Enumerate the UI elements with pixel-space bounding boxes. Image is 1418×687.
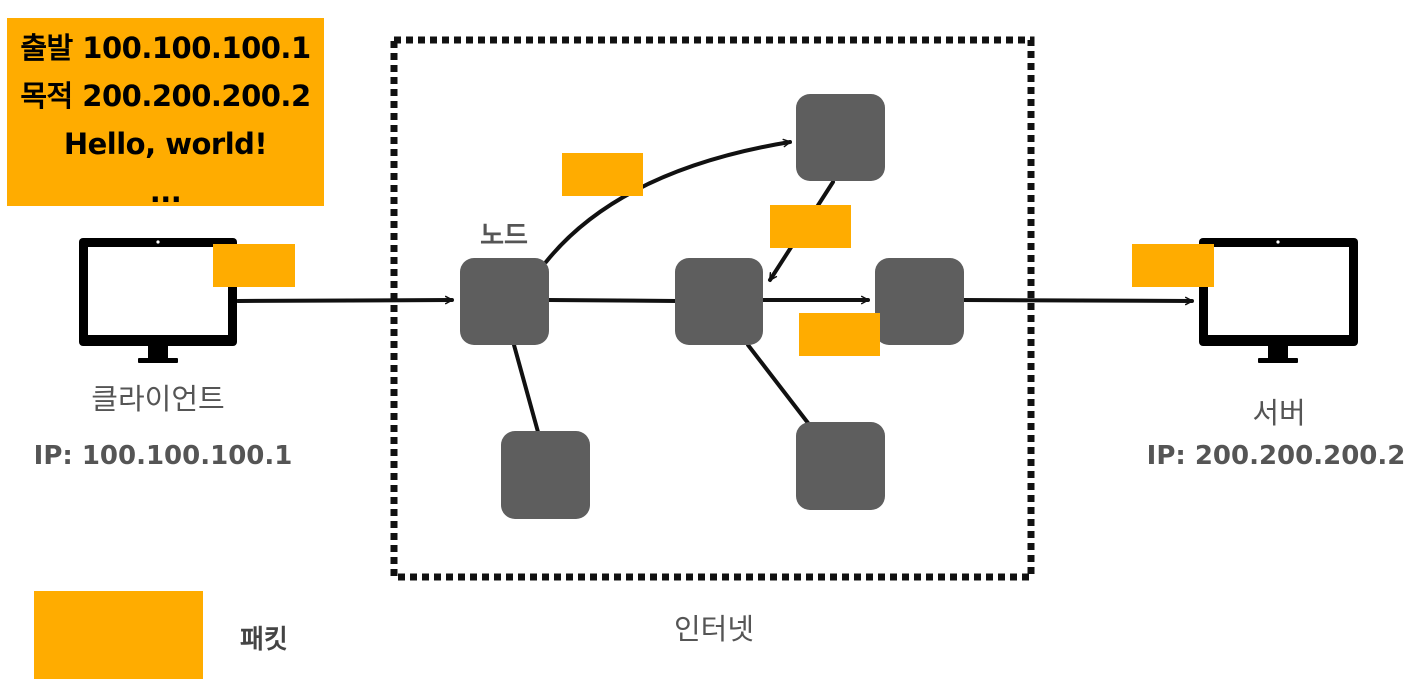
packets	[34, 153, 1214, 679]
node-top	[796, 94, 885, 181]
node2-to-bottom-right-line	[746, 343, 810, 425]
legend-packet-label: 패킷	[240, 625, 288, 655]
node1-to-bottom-left-line	[512, 343, 540, 434]
internet-label: 인터넷	[673, 612, 755, 646]
node1-to-top-node-arrow	[544, 138, 792, 264]
packet-payload-text: Hello, world!	[63, 127, 268, 161]
client-label: 클라이언트	[91, 382, 225, 416]
node3-to-server-arrow	[960, 296, 1194, 306]
packet-middle	[799, 313, 880, 356]
node1-to-node2-line	[546, 298, 679, 303]
packet-curve	[562, 153, 643, 196]
connections	[236, 138, 1194, 434]
packet-source-text: 출발 100.100.100.1	[20, 31, 311, 65]
node-label: 노드	[480, 221, 528, 251]
packet-destination-text: 목적 200.200.200.2	[20, 79, 311, 113]
packet-ellipsis-text: ...	[149, 175, 182, 209]
node-bottom-left	[501, 431, 590, 519]
node-bottom-right	[796, 422, 885, 510]
packet-top-down	[770, 205, 851, 248]
node-3	[875, 258, 964, 345]
client-to-node-arrow	[236, 295, 454, 305]
server-ip-label: IP: 200.200.200.2	[1146, 441, 1406, 471]
legend-packet-swatch	[34, 591, 203, 679]
client-monitor-icon	[79, 238, 237, 363]
packet-server	[1132, 244, 1214, 287]
server-label: 서버	[1252, 396, 1306, 430]
packet-info-box: 출발 100.100.100.1 목적 200.200.200.2 Hello,…	[7, 18, 324, 209]
packet-client	[213, 244, 295, 287]
server-monitor-icon	[1199, 238, 1358, 363]
node-1	[460, 258, 549, 345]
nodes	[460, 94, 964, 519]
client-ip-label: IP: 100.100.100.1	[33, 441, 293, 471]
internet-boundary	[390, 36, 1035, 581]
node-2	[675, 258, 763, 345]
